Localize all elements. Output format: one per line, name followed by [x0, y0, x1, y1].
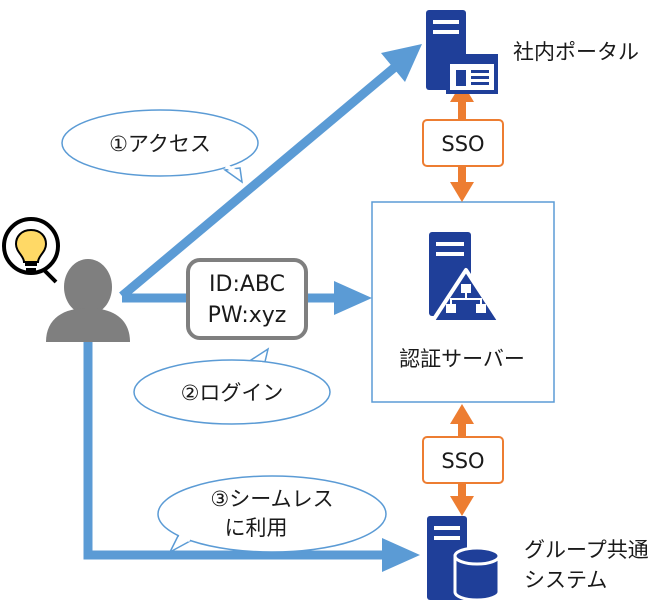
portal-label: 社内ポータル [513, 40, 639, 64]
login-bubble-text: ②ログイン [181, 381, 284, 405]
login-bubble: ②ログイン [133, 347, 331, 425]
server-with-window-icon [426, 10, 498, 94]
sso-label-bottom: SSO [441, 449, 484, 473]
seamless-bubble: ③シームレス に利用 [157, 475, 387, 554]
access-arrow [119, 63, 398, 300]
seamless-arrow [83, 330, 385, 560]
seamless-bubble-line1: ③シームレス [210, 487, 333, 511]
auth-server-label: 認証サーバー [399, 347, 525, 371]
login-arrowhead [334, 281, 372, 315]
server-with-database-icon [427, 516, 501, 602]
sso-badge-bottom: SSO [422, 436, 504, 484]
sso-label-top: SSO [441, 132, 484, 156]
server-with-network-icon [429, 232, 502, 324]
user-silhouette-icon [46, 259, 130, 342]
seamless-arrowhead [382, 538, 420, 572]
lightbulb-icon [2, 217, 60, 284]
group-system-label-line2: システム [524, 568, 607, 592]
credentials-pw: PW:xyz [208, 303, 287, 328]
access-arrowhead [381, 44, 422, 82]
sso-badge-top: SSO [422, 119, 504, 167]
seamless-bubble-line2: に利用 [225, 516, 288, 540]
access-bubble: ①アクセス [61, 109, 259, 184]
credentials-box: ID:ABC PW:xyz [186, 258, 308, 340]
access-bubble-text: ①アクセス [109, 132, 211, 156]
credentials-id: ID:ABC [209, 272, 285, 297]
group-system-label-line1: グループ共通 [524, 538, 649, 562]
